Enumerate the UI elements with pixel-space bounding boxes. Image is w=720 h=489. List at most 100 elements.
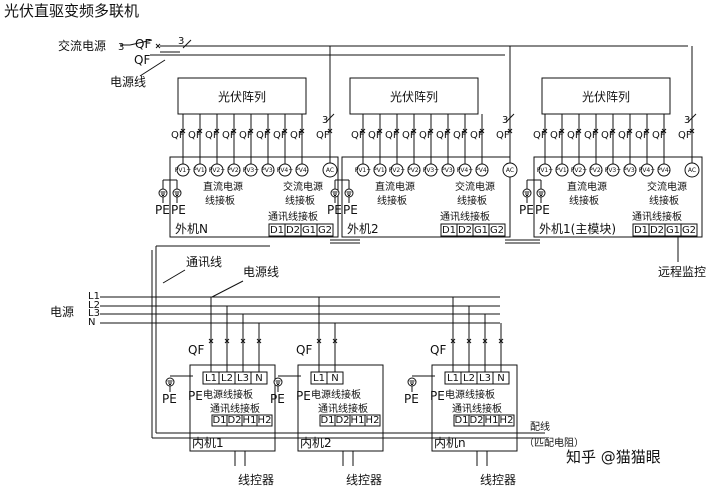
outdoor-unit-n-pv-terminal-label: PV3+ [243,167,260,174]
outdoor-unit-n-slash [325,113,335,123]
outdoor-unit-n-pv-terminal-label: PV2- [227,167,241,174]
outdoor-unit-n-dc-board-label: 直流电源 [203,180,243,193]
outdoor-unit-1-pv-qf: QF [618,130,632,141]
main-qf-label: QF [135,37,151,51]
outdoor-unit-n-ac-label: AC [326,167,334,174]
indoor-unit-n-power-terminal-label: L3 [479,373,491,384]
outdoor-unit-1-dc-board-label: 线接板 [569,194,599,207]
outdoor-unit-1-pv-terminal [538,163,552,177]
power-line-pointer-2 [211,280,244,298]
outdoor-unit-n-pv-terminal [261,163,275,177]
indoor-unit-1-breaker [224,338,230,344]
indoor-unit-n-breaker [466,338,472,344]
diagram-title: 光伏直驱变频多联机 [4,2,139,20]
indoor-unit-2-breaker [316,338,322,344]
indoor-unit-n-comm-terminal-label: D1 [454,415,468,426]
outdoor-unit-n-pv-terminal [176,163,190,177]
outdoor-unit-2-ac-qf: QF [496,130,510,141]
outdoor-unit-n-pv-terminal-label: PV4- [295,167,309,174]
indoor-unit-1-controller-label: 线控器 [238,473,274,487]
outdoor-unit-2-pv-breaker [360,128,366,134]
indoor-unit-n-comm-terminal [498,414,515,427]
indoor-unit-n-power-board-label: 电源线接板 [445,388,495,401]
outdoor-unit-n-pe-label: PE [155,203,170,217]
indoor-unit-2-comm-terminal-label: D2 [335,415,349,426]
outdoor-unit-n-pv-terminal [193,163,207,177]
outdoor-unit-n-pv-terminal [244,163,258,177]
outdoor-unit-1-pv-terminal [640,163,654,177]
indoor-unit-n-comm-terminal-label: H1 [485,415,499,426]
outdoor-unit-2-pv-breaker [462,128,468,134]
outdoor-unit-n-ac-board-label: 交流电源 [283,180,323,193]
indoor-unit-2-comm-terminal-label: H1 [351,415,365,426]
outdoor-unit-2-pv-terminal [441,163,455,177]
outdoor-unit-2-comm-terminal-label: G2 [490,225,504,236]
outdoor-unit-n-pv-breaker [248,128,254,134]
outdoor-unit-2-comm-terminal [488,223,506,237]
indoor-unit-2-pe-label: PE [296,389,311,403]
outdoor-unit-1-pv-breaker [576,128,582,134]
outdoor-unit-n-pv-qf: QF [188,130,202,141]
indoor-unit-1-pe-label: PE [188,389,203,403]
outdoor-unit-1-ac-terminal [684,162,700,178]
indoor-unit-1-power-terminal-label: L2 [221,373,233,384]
outdoor-unit-1-pv-terminal-label: PV3+ [605,167,622,174]
power-line-label-2: 电源线 [243,265,279,279]
outdoor-unit-2-pv-terminal-label: PV1+ [355,167,372,174]
outdoor-unit-2-pv-breaker [479,128,485,134]
outdoor-unit-2-pv-terminal [407,163,421,177]
outdoor-unit-2-pv-terminal-label: PV4+ [457,167,474,174]
outdoor-unit-1-pv-terminal-label: PV2- [589,167,603,174]
outdoor-unit-2-comm-terminal-label: G1 [474,225,488,236]
outdoor-unit-2-comm-board-label: 通讯线接板 [440,210,490,223]
indoor-unit-1-pe-label: PE [162,392,177,406]
outdoor-unit-2-dc-board-label: 直流电源 [375,180,415,193]
remote-monitor-label: 远程监控 [658,264,706,279]
outdoor-unit-2-conductor-count: 3 [502,115,508,126]
outdoor-unit-n-ac-breaker [327,128,333,134]
outdoor-unit-2-pv-terminal [356,163,370,177]
outdoor-unit-2-pv-terminal-label: PV2- [407,167,421,174]
indoor-unit-n-qf-label: QF [430,343,446,357]
outdoor-unit-1-pv-terminal-label: PV4+ [639,167,656,174]
outdoor-unit-2-pv-qf: QF [436,130,450,141]
indoor-unit-1-breaker [208,338,214,344]
indoor-unit-2-power-board-label: 电源线接板 [311,388,361,401]
outdoor-unit-1-pv-breaker [610,128,616,134]
indoor-unit-1-comm-board-label: 通讯线接板 [210,402,260,415]
outdoor-unit-1-pv-terminal-label: PV4- [657,167,671,174]
outdoor-unit-2-slash [505,113,515,123]
comm-line-pointer [162,269,186,284]
main-breaker-x [155,43,161,49]
outdoor-unit-1-comm-board-label: 通讯线接板 [632,210,682,223]
outdoor-unit-n-comm-terminal [316,223,334,237]
outdoor-unit-1-pv-terminal-label: PV3- [623,167,637,174]
indoor-unit-n-comm-terminal-label: D2 [469,415,483,426]
indoor-unit-1-body [189,364,276,452]
bus-L1-label: L1 [88,291,100,302]
indoor-unit-2-controller-label: 线控器 [346,473,382,487]
outdoor-unit-1-pv-terminal [572,163,586,177]
outdoor-unit-n-comm-terminal-label: D1 [270,225,284,236]
indoor-unit-1-comm-terminal-label: H2 [258,415,272,426]
indoor-unit-2-power-terminal-label: N [331,373,338,384]
outdoor-unit-n-comm-terminal-label: D2 [286,225,300,236]
outdoor-unit-2-pv-breaker [428,128,434,134]
outdoor-unit-2-pv-qf: QF [351,130,365,141]
outdoor-unit-n-pv-breaker [231,128,237,134]
outdoor-unit-2-pv-terminal-label: PV1- [373,167,387,174]
outdoor-unit-n-pv-qf: QF [273,130,287,141]
match-resistor-label: （匹配电阻） [524,436,584,449]
outdoor-unit-n-comm-terminal-label: G2 [318,225,332,236]
outdoor-unit-n-pv-qf: QF [256,130,270,141]
indoor-unit-2-comm-terminal [364,414,381,427]
outdoor-unit-1-pv-qf: QF [601,130,615,141]
outdoor-unit-2-pv-qf: QF [470,130,484,141]
outdoor-unit-n-pv-breaker [180,128,186,134]
outdoor-unit-n-pv-terminal [278,163,292,177]
indoor-unit-2-comm-terminal-label: H2 [366,415,380,426]
outdoor-unit-n-pv-qf: QF [222,130,236,141]
outdoor-unit-1-slash [687,113,697,123]
outdoor-unit-2-comm-terminal-label: D2 [458,225,472,236]
